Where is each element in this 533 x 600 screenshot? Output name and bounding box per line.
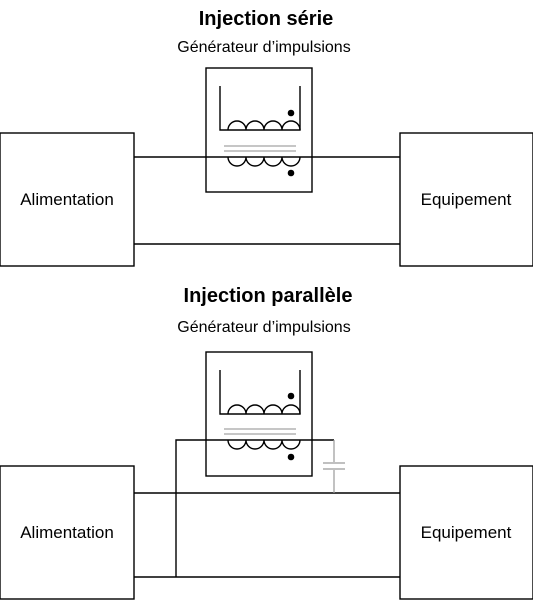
parallel-equipment-label: Equipement (421, 523, 512, 542)
parallel-pulse-generator (205, 351, 313, 477)
parallel-generator-label: Générateur d’impulsions (177, 319, 350, 336)
series-equipment-label: Equipement (421, 190, 512, 209)
series-pulse-generator (205, 67, 313, 193)
series-injection-section: Injection série Générateur d’impulsions … (0, 8, 533, 267)
series-generator-label: Générateur d’impulsions (177, 39, 350, 56)
series-equipment-box (399, 132, 533, 267)
parallel-power-supply-label: Alimentation (20, 523, 114, 542)
parallel-secondary-coil (227, 439, 301, 450)
parallel-coupling-wire-left (175, 439, 206, 577)
series-primary-polarity-dot (287, 109, 295, 117)
series-power-supply-box (0, 132, 135, 267)
parallel-power-supply-box (0, 465, 135, 600)
series-secondary-polarity-dot (287, 169, 295, 177)
series-primary-circuit (219, 86, 301, 131)
parallel-primary-coil (227, 404, 301, 415)
parallel-primary-polarity-dot (287, 392, 295, 400)
coupling-capacitor (323, 440, 345, 493)
parallel-equipment-box (399, 465, 533, 600)
series-primary-coil (227, 120, 301, 131)
parallel-primary-circuit (219, 370, 301, 415)
series-title: Injection série (199, 8, 334, 30)
series-secondary-coil (227, 156, 301, 167)
parallel-title: Injection parallèle (184, 285, 353, 307)
parallel-secondary-polarity-dot (287, 453, 295, 461)
series-power-supply-label: Alimentation (20, 190, 114, 209)
parallel-injection-section: Injection parallèle Générateur d’impulsi… (0, 285, 533, 600)
